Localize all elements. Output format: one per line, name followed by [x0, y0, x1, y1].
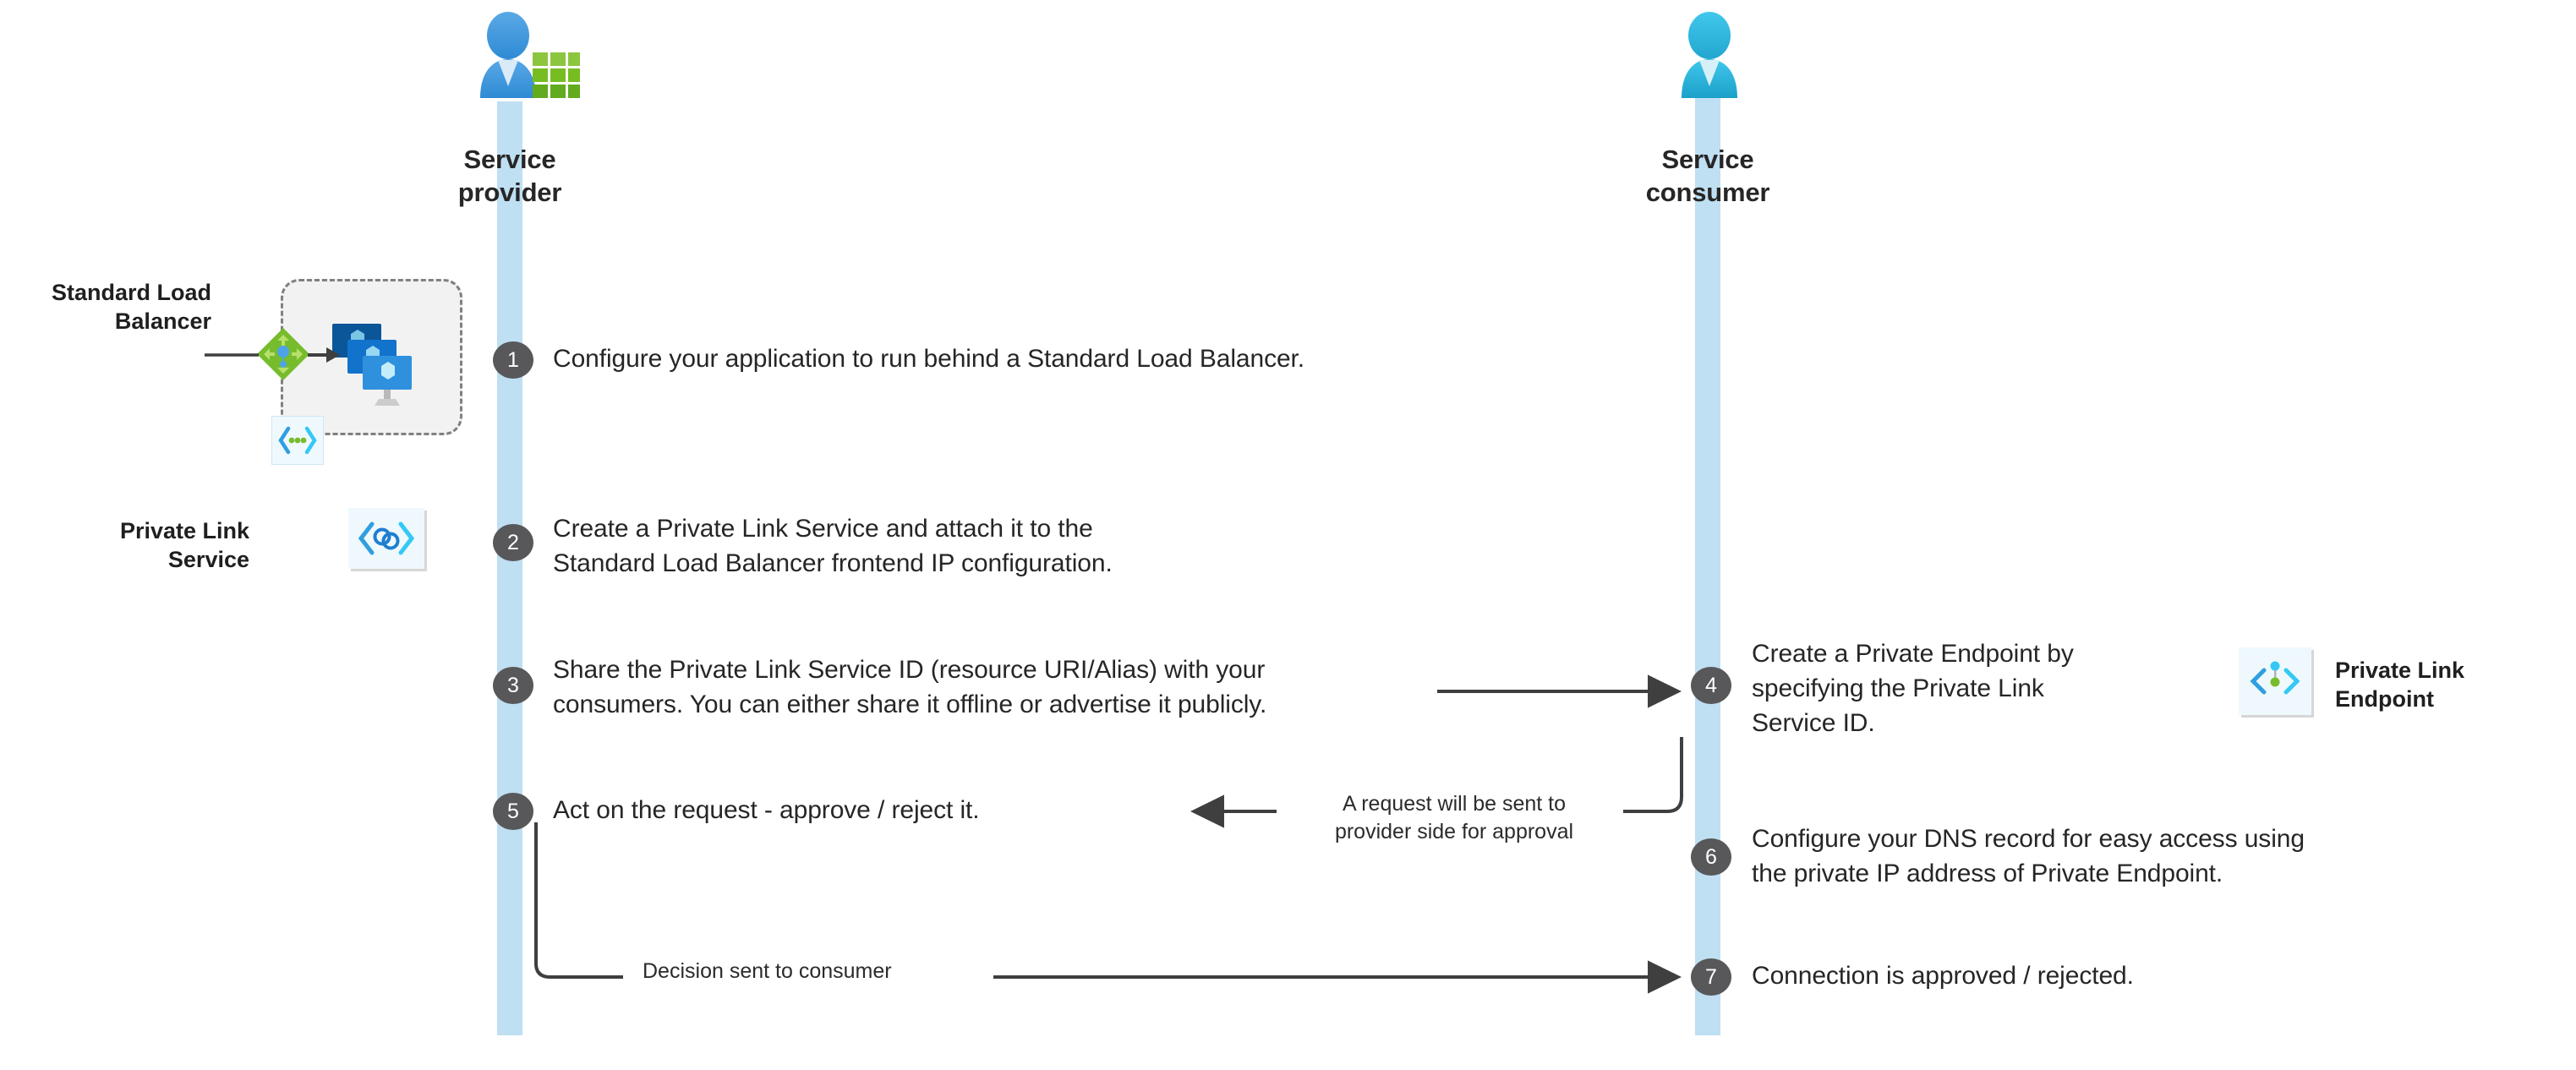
load-balancer-to-vm-arrow — [308, 341, 342, 368]
actor-service-provider-icon — [470, 10, 580, 112]
step-badge-7[interactable]: 7 — [1691, 958, 1731, 996]
annotation-request-to-provider: A request will be sent to provider side … — [1334, 792, 1574, 843]
step-badge-5[interactable]: 5 — [493, 793, 533, 830]
step-text-3: Share the Private Link Service ID (resou… — [553, 656, 1267, 719]
resource-label-private-link-service: Private Link Service — [119, 518, 249, 572]
virtual-machines-icon — [325, 319, 427, 412]
actor-label-service-provider: Service provider — [457, 145, 562, 207]
private-link-service-icon — [348, 508, 424, 569]
actor-service-consumer-icon — [1667, 10, 1752, 112]
actor-label-service-consumer: Service consumer — [1645, 145, 1770, 207]
lifeline-service-provider — [497, 101, 522, 1035]
resource-label-private-link-endpoint: Private Link Endpoint — [2335, 658, 2465, 712]
step-text-2: Create a Private Link Service and attach… — [553, 515, 1113, 578]
step-text-5: Act on the request - approve / reject it… — [553, 796, 980, 824]
step-badge-2[interactable]: 2 — [493, 524, 533, 561]
step-text-7: Connection is approved / rejected. — [1752, 962, 2134, 990]
step-badge-3[interactable]: 3 — [493, 667, 533, 704]
step-badge-6[interactable]: 6 — [1691, 838, 1731, 876]
step-text-6: Configure your DNS record for easy acces… — [1752, 825, 2305, 888]
resource-label-standard-load-balancer: Standard Load Balancer — [51, 280, 211, 334]
step-text-4: Create a Private Endpoint by specifying … — [1752, 640, 2074, 738]
load-balancer-icon — [255, 326, 311, 382]
step-text-1: Configure your application to run behind… — [553, 345, 1305, 373]
private-link-service-small-icon — [271, 416, 324, 465]
lifeline-service-consumer — [1695, 93, 1720, 1035]
annotation-decision-to-consumer: Decision sent to consumer — [643, 959, 892, 983]
step-badge-1[interactable]: 1 — [493, 341, 533, 379]
step-badge-4[interactable]: 4 — [1691, 667, 1731, 704]
label-connector-line — [205, 341, 260, 368]
private-link-endpoint-icon — [2239, 647, 2311, 715]
